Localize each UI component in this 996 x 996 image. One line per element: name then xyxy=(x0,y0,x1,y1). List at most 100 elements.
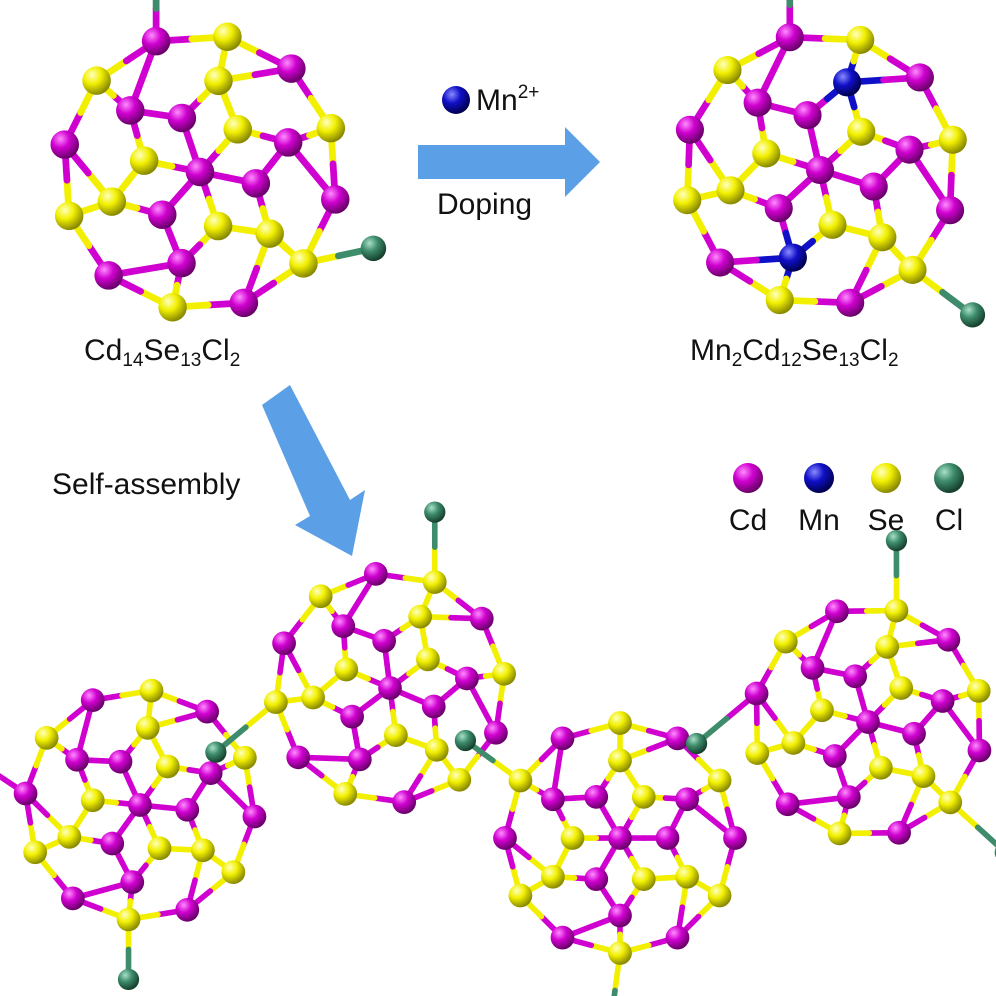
cd-atom xyxy=(493,826,517,850)
cd-atom xyxy=(706,248,735,277)
cd-sphere-icon xyxy=(733,463,763,493)
se-atom xyxy=(884,598,909,623)
cd-atom xyxy=(175,897,200,922)
cd-atom xyxy=(665,726,690,751)
se-atom xyxy=(221,860,246,885)
se-atom xyxy=(868,223,897,252)
cd-atom xyxy=(50,130,80,159)
se-atom xyxy=(752,139,781,168)
cd-atom xyxy=(242,804,267,829)
se-atom xyxy=(898,255,927,284)
cd-atom xyxy=(936,196,965,225)
cd-atom xyxy=(744,681,769,706)
cd-atom xyxy=(859,172,888,201)
se-atom xyxy=(333,782,358,806)
se-atom xyxy=(875,635,900,659)
cd-atom xyxy=(277,54,306,83)
cd-atom xyxy=(195,699,220,724)
se-atom xyxy=(82,66,111,95)
se-atom xyxy=(308,584,333,609)
legend-item-mn: Mn xyxy=(784,460,854,538)
se-atom xyxy=(911,764,936,789)
cd-atom xyxy=(655,826,680,850)
cd-atom xyxy=(550,726,575,751)
cd-atom xyxy=(675,115,704,144)
formula-element: Mn xyxy=(690,334,732,367)
cd-atom xyxy=(100,831,125,856)
se-atom xyxy=(560,826,585,850)
cd-atom xyxy=(856,710,880,734)
cd-atom xyxy=(392,790,417,814)
se-atom xyxy=(255,219,284,248)
cd-atom xyxy=(584,784,609,809)
formula-element: Se xyxy=(801,334,839,367)
cd-atom xyxy=(120,870,145,894)
cd-atom xyxy=(905,63,934,92)
cl-atom xyxy=(205,741,227,763)
cd-atom xyxy=(185,157,215,187)
cd-atom xyxy=(421,694,446,719)
cl-atom xyxy=(885,529,908,552)
legend-item-se: Se xyxy=(851,460,921,538)
se-atom xyxy=(334,657,359,682)
cd-atom xyxy=(822,744,847,768)
formula-element: Cd xyxy=(84,334,123,367)
cd-atom xyxy=(550,925,575,950)
se-atom xyxy=(765,286,794,315)
cd-atom xyxy=(584,867,609,892)
se-atom xyxy=(938,125,967,154)
se-atom xyxy=(675,864,699,889)
cd-atom xyxy=(805,155,835,185)
cd-atom xyxy=(469,606,494,631)
se-atom xyxy=(938,790,963,815)
se-atom xyxy=(23,840,48,865)
se-atom xyxy=(34,725,59,750)
cd-atom xyxy=(80,688,105,713)
self-assembly-arrow xyxy=(262,385,365,556)
se-atom xyxy=(147,836,172,861)
doping-label: Doping xyxy=(437,188,533,221)
se-atom xyxy=(847,117,876,146)
cd-atom xyxy=(743,88,772,117)
formula-element: Cl xyxy=(859,334,888,367)
se-atom xyxy=(447,767,472,792)
cl-atom xyxy=(454,729,477,752)
se-atom xyxy=(818,210,847,239)
cd-atom xyxy=(608,826,632,850)
cd-atom xyxy=(60,886,85,911)
cd-atom xyxy=(340,704,364,729)
cd-atom xyxy=(175,797,200,822)
mn-ion-icon xyxy=(442,86,470,114)
bond xyxy=(611,987,618,996)
cd-atom xyxy=(65,747,89,772)
se-atom xyxy=(707,883,732,908)
formula-element: Cd xyxy=(742,334,781,367)
cd-atom xyxy=(363,562,388,586)
cd-atom xyxy=(895,135,924,164)
se-atom xyxy=(631,784,656,809)
se-atom xyxy=(631,867,656,892)
formula-count: 12 xyxy=(780,350,802,371)
cd-atom xyxy=(675,787,699,812)
cl-atom xyxy=(117,968,140,991)
formula-count: 14 xyxy=(122,350,144,371)
cd-atom xyxy=(167,103,197,133)
se-atom xyxy=(54,201,84,231)
se-atom xyxy=(716,176,745,205)
se-sphere-icon xyxy=(871,463,901,493)
cd-atom xyxy=(229,288,259,318)
cd-atom xyxy=(775,792,800,817)
dopant-label: Mn2+ xyxy=(476,82,539,118)
se-atom xyxy=(810,698,834,723)
se-atom xyxy=(289,249,318,278)
cd-atom xyxy=(800,655,825,680)
cl-atom xyxy=(959,302,986,328)
cd-atom xyxy=(887,820,911,845)
se-atom xyxy=(80,788,105,813)
formula-count: 2 xyxy=(731,350,743,371)
se-atom xyxy=(492,661,516,686)
formula-count: 13 xyxy=(838,350,860,371)
se-atom xyxy=(116,907,141,932)
cd-atom xyxy=(936,627,961,652)
